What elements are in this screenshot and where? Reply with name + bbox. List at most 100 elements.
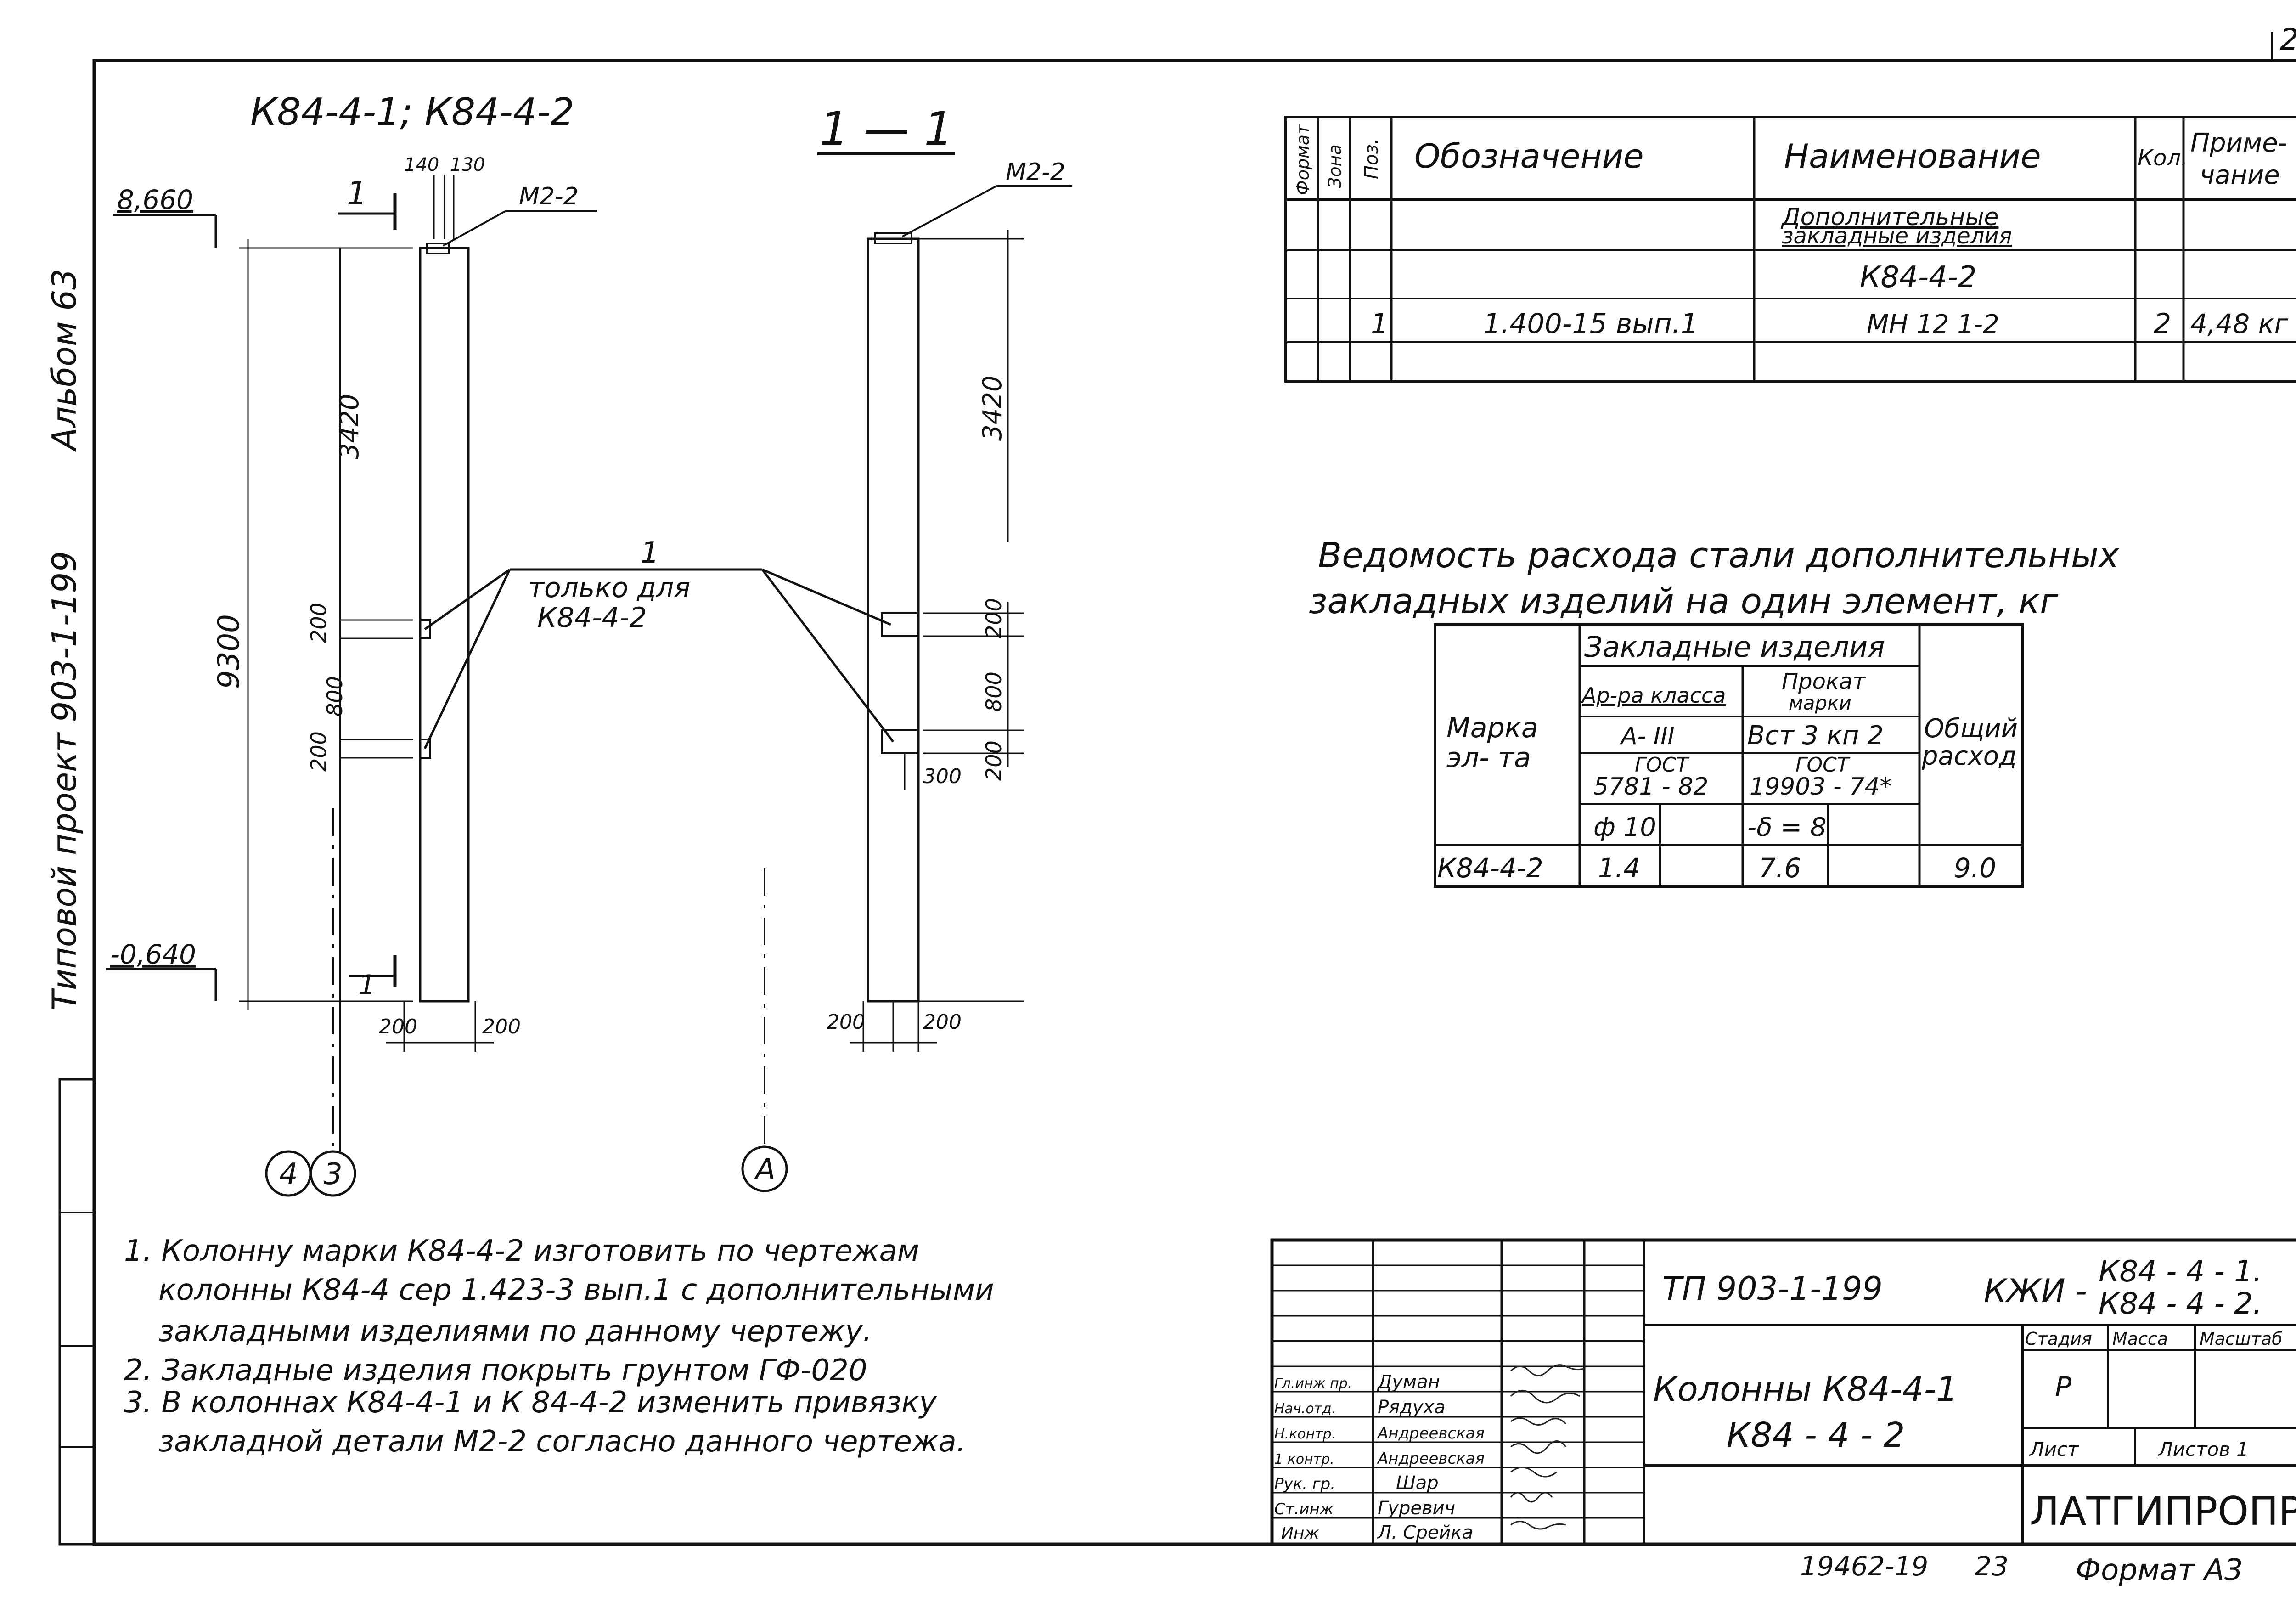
axis-a: А	[754, 1153, 776, 1187]
note-line: 1. Колонну марки К84-4-2 изготовить по ч…	[124, 1234, 919, 1268]
dim-200-sl: 200	[827, 1010, 865, 1034]
embed-label-left: М2-2	[519, 183, 579, 210]
axis-bubbles	[265, 1145, 788, 1197]
callout-text-2: К84-4-2	[537, 602, 647, 634]
footer-format: Формат А3	[2076, 1553, 2243, 1587]
tb-role: Ст.инж	[1274, 1500, 1334, 1518]
sheet-number: 22	[2280, 23, 2296, 57]
steel-row-total: 9.0	[1954, 852, 1996, 884]
drawing-title: К84-4-1; К84-4-2	[250, 90, 574, 134]
tb-marks-1: К84 - 4 - 1.	[2099, 1255, 2262, 1289]
axis-4: 4	[279, 1157, 298, 1191]
tb-marks-2: К84 - 4 - 2.	[2099, 1287, 2262, 1321]
spec-section-1: Дополнительные	[1781, 203, 1999, 231]
tb-role: 1 контр.	[1274, 1451, 1334, 1467]
dim-9300: 9300	[212, 614, 246, 689]
steel-gost-b-1: ГОСТ	[1795, 753, 1851, 777]
tb-role-name: Шар	[1396, 1472, 1439, 1494]
footer-page: 23	[1975, 1551, 2009, 1582]
tb-roles: Гл.инж пр. Думан Нач.отд. Рядуха Н.контр…	[1274, 1371, 1485, 1543]
dim-140: 140	[404, 154, 439, 175]
spec-row-pos: 1	[1371, 308, 1388, 340]
spec-head-format: Формат	[1293, 124, 1313, 195]
dim-130: 130	[450, 154, 485, 175]
steel-total-1: Общий	[1924, 714, 2018, 744]
tb-name-2: К84 - 4 - 2	[1727, 1416, 1905, 1455]
dim-3420-right: 3420	[978, 375, 1007, 441]
spec-head-note-2: чание	[2200, 160, 2280, 190]
steel-title-1: Ведомость расхода стали дополнительных	[1318, 535, 2120, 575]
section-title: 1 — 1	[820, 102, 953, 156]
callout-number: 1	[641, 536, 659, 570]
dim-800-b: 800	[981, 671, 1006, 712]
embed-label-right: М2-2	[1006, 158, 1065, 186]
steel-rebar: Ар-ра класса	[1581, 683, 1726, 708]
tb-role: Н.контр.	[1274, 1426, 1336, 1442]
left-caption: Типовой проект 903-1-199	[45, 551, 84, 1010]
tb-organization: ЛАТГИПРОПРОМ	[2030, 1489, 2296, 1534]
album-label: Альбом 63	[45, 269, 84, 452]
tb-role-name: Рядуха	[1378, 1397, 1446, 1418]
spec-head-name: Наименование	[1784, 137, 2041, 175]
steel-rolled-2: марки	[1789, 692, 1851, 714]
steel-class-a: А- III	[1620, 722, 1675, 750]
note-line: колонны К84-4 сер 1.423-3 вып.1 с дополн…	[158, 1273, 994, 1307]
steel-gost-a-1: ГОСТ	[1635, 753, 1690, 777]
title-block	[1270, 1238, 2296, 1546]
spec-row-name: МН 12 1-2	[1867, 310, 1999, 339]
elev-top: 8,660	[117, 184, 193, 215]
callout-text-1: только для	[528, 572, 690, 604]
dim-800-a: 800	[322, 676, 347, 716]
steel-mark-2: эл- та	[1446, 742, 1531, 774]
tb-sheet-label: Лист	[2029, 1438, 2079, 1461]
spec-row-note: 4,48 кг	[2190, 308, 2289, 339]
dim-3420-left: 3420	[335, 394, 365, 459]
spec-section-2: закладные изделия	[1782, 223, 2012, 249]
dim-200-a: 200	[306, 603, 331, 643]
dim-200-b: 200	[306, 731, 331, 772]
spec-row-designation: 1.400-15 вып.1	[1483, 308, 1698, 340]
callout-leaders	[423, 568, 894, 750]
tb-role: Рук. гр.	[1274, 1475, 1335, 1493]
tb-code: КЖИ -	[1984, 1272, 2087, 1310]
tb-stage-value: Р	[2055, 1371, 2072, 1403]
spec-row-qty: 2	[2154, 308, 2171, 340]
axis-3: 3	[324, 1157, 343, 1191]
elev-bottom: -0,640	[110, 939, 196, 970]
signatures	[1510, 1364, 1585, 1530]
tb-sheets-label: Листов 1	[2157, 1438, 2249, 1461]
tb-role-name: Думан	[1377, 1371, 1440, 1393]
tb-role-name: Л. Срейка	[1377, 1522, 1473, 1543]
tb-role: Гл.инж пр.	[1274, 1376, 1352, 1392]
steel-size-a: ф 10	[1593, 812, 1656, 842]
steel-row-mark: К84-4-2	[1437, 852, 1543, 884]
steel-gost-b-2: 19903 - 74*	[1750, 773, 1891, 801]
dim-200-c: 200	[981, 598, 1006, 638]
note-line: закладной детали М2-2 согласно данного ч…	[158, 1425, 966, 1459]
dim-200-d: 200	[981, 740, 1006, 781]
steel-class-b: Вст 3 кп 2	[1747, 721, 1884, 750]
tb-role-name: Андреевская	[1377, 1450, 1485, 1468]
spec-section-mark: К84-4-2	[1860, 260, 1977, 294]
column-elevation	[106, 175, 597, 1153]
steel-table	[1434, 623, 2024, 888]
tb-scale-label: Масштаб	[2200, 1329, 2283, 1349]
tb-role: Нач.отд.	[1274, 1401, 1336, 1417]
tb-stage-label: Стадия	[2025, 1329, 2092, 1349]
steel-row-b: 7.6	[1759, 852, 1801, 884]
note-line: 3. В колоннах К84-4-1 и К 84-4-2 изменит…	[124, 1386, 937, 1420]
dim-300: 300	[923, 765, 962, 788]
tb-role-name: Гуревич	[1378, 1498, 1455, 1519]
tb-name-1: Колонны К84-4-1	[1653, 1370, 1958, 1409]
steel-mark-1: Марка	[1446, 712, 1538, 744]
tb-role-name: Андреевская	[1377, 1424, 1485, 1443]
dim-200-bl: 200	[379, 1015, 417, 1038]
spec-head-pos: Поз.	[1361, 138, 1382, 179]
footer-doc-number: 19462-19	[1800, 1551, 1928, 1582]
steel-title-2: закладных изделий на один элемент, кг	[1309, 581, 2059, 621]
steel-embedded: Закладные изделия	[1584, 630, 1885, 664]
steel-size-b: -δ = 8	[1747, 812, 1827, 842]
dim-200-br: 200	[482, 1015, 521, 1038]
tb-role: Инж	[1281, 1524, 1319, 1543]
